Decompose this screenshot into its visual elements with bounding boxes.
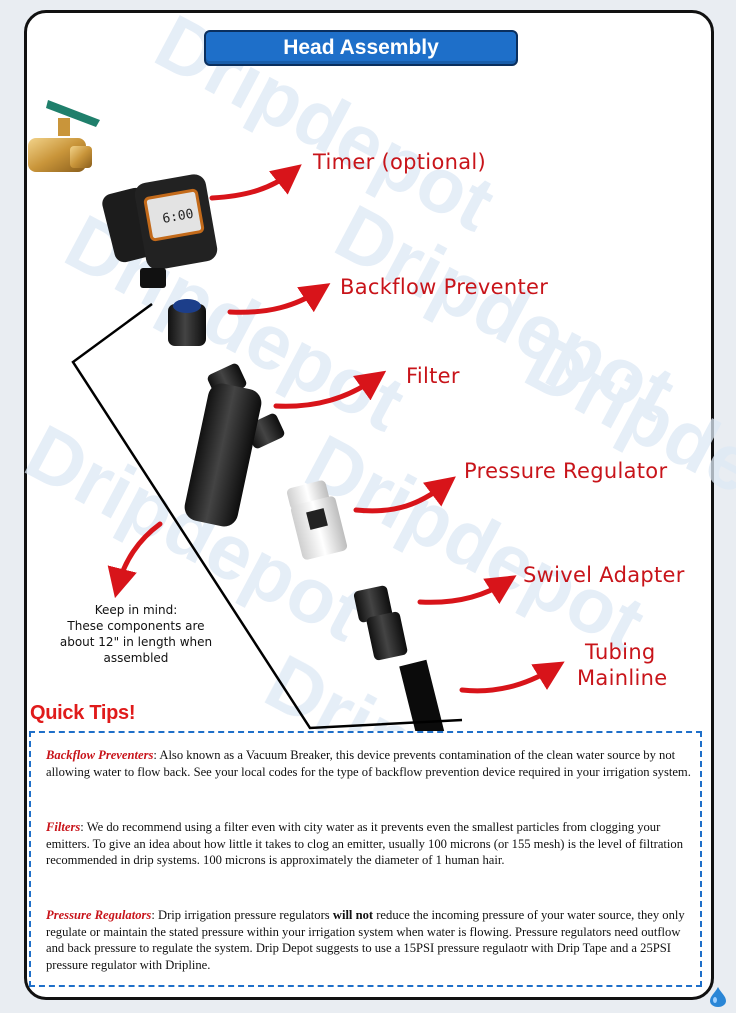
tip-filters: Filters: We do recommend using a filter … xyxy=(46,819,692,869)
tip-emphasis: will not xyxy=(332,908,374,922)
backflow-preventer-icon xyxy=(168,299,206,346)
label-pressure-regulator: Pressure Regulator xyxy=(464,459,668,483)
page-title: Head Assembly xyxy=(204,30,518,66)
tubing-icon xyxy=(399,659,446,743)
tip-backflow: Backflow Preventers: Also known as a Vac… xyxy=(46,747,692,780)
label-timer: Timer (optional) xyxy=(313,150,486,174)
arrow-timer xyxy=(209,164,302,201)
label-backflow: Backflow Preventer xyxy=(340,275,549,299)
pressure-regulator-icon xyxy=(286,480,348,560)
arrow-pressure xyxy=(353,476,456,514)
note-line: assembled xyxy=(103,651,169,665)
filter-icon xyxy=(184,363,285,527)
arrow-backflow xyxy=(227,283,331,315)
tip-text: reduce the incoming pressure of your wat… xyxy=(46,908,685,972)
swivel-adapter-icon xyxy=(353,585,408,661)
tip-term: Pressure Regulators xyxy=(46,908,152,922)
arrow-tubing xyxy=(459,661,565,694)
length-note: Keep in mind: These components are about… xyxy=(38,602,234,666)
tip-text: : We do recommend using a filter even wi… xyxy=(46,820,684,867)
label-filter: Filter xyxy=(406,364,460,388)
timer-icon: 6:00 xyxy=(102,174,218,288)
tip-text: : Also known as a Vacuum Breaker, this d… xyxy=(46,748,691,779)
length-bracket xyxy=(71,302,463,730)
quick-tips-box: Backflow Preventers: Also known as a Vac… xyxy=(29,731,702,987)
note-line: about 12" in length when xyxy=(59,635,213,649)
label-tubing: Tubing xyxy=(585,640,656,664)
spigot-icon xyxy=(28,100,100,172)
timer-display: 6:00 xyxy=(161,207,194,227)
water-drop-logo-icon xyxy=(710,987,726,1007)
note-line: These components are xyxy=(67,619,205,633)
tip-pressure-regulators: Pressure Regulators: Drip irrigation pre… xyxy=(46,907,692,973)
tip-text: : Drip irrigation pressure regulators xyxy=(151,908,333,922)
label-mainline: Mainline xyxy=(577,666,668,690)
arrow-note xyxy=(107,521,163,599)
quick-tips-heading: Quick Tips! xyxy=(30,702,136,724)
note-line: Keep in mind: xyxy=(94,603,178,617)
arrow-swivel xyxy=(417,575,517,605)
tip-term: Backflow Preventers xyxy=(46,748,154,762)
arrow-filter xyxy=(273,370,387,409)
label-swivel-adapter: Swivel Adapter xyxy=(523,563,685,587)
tip-term: Filters xyxy=(46,820,81,834)
